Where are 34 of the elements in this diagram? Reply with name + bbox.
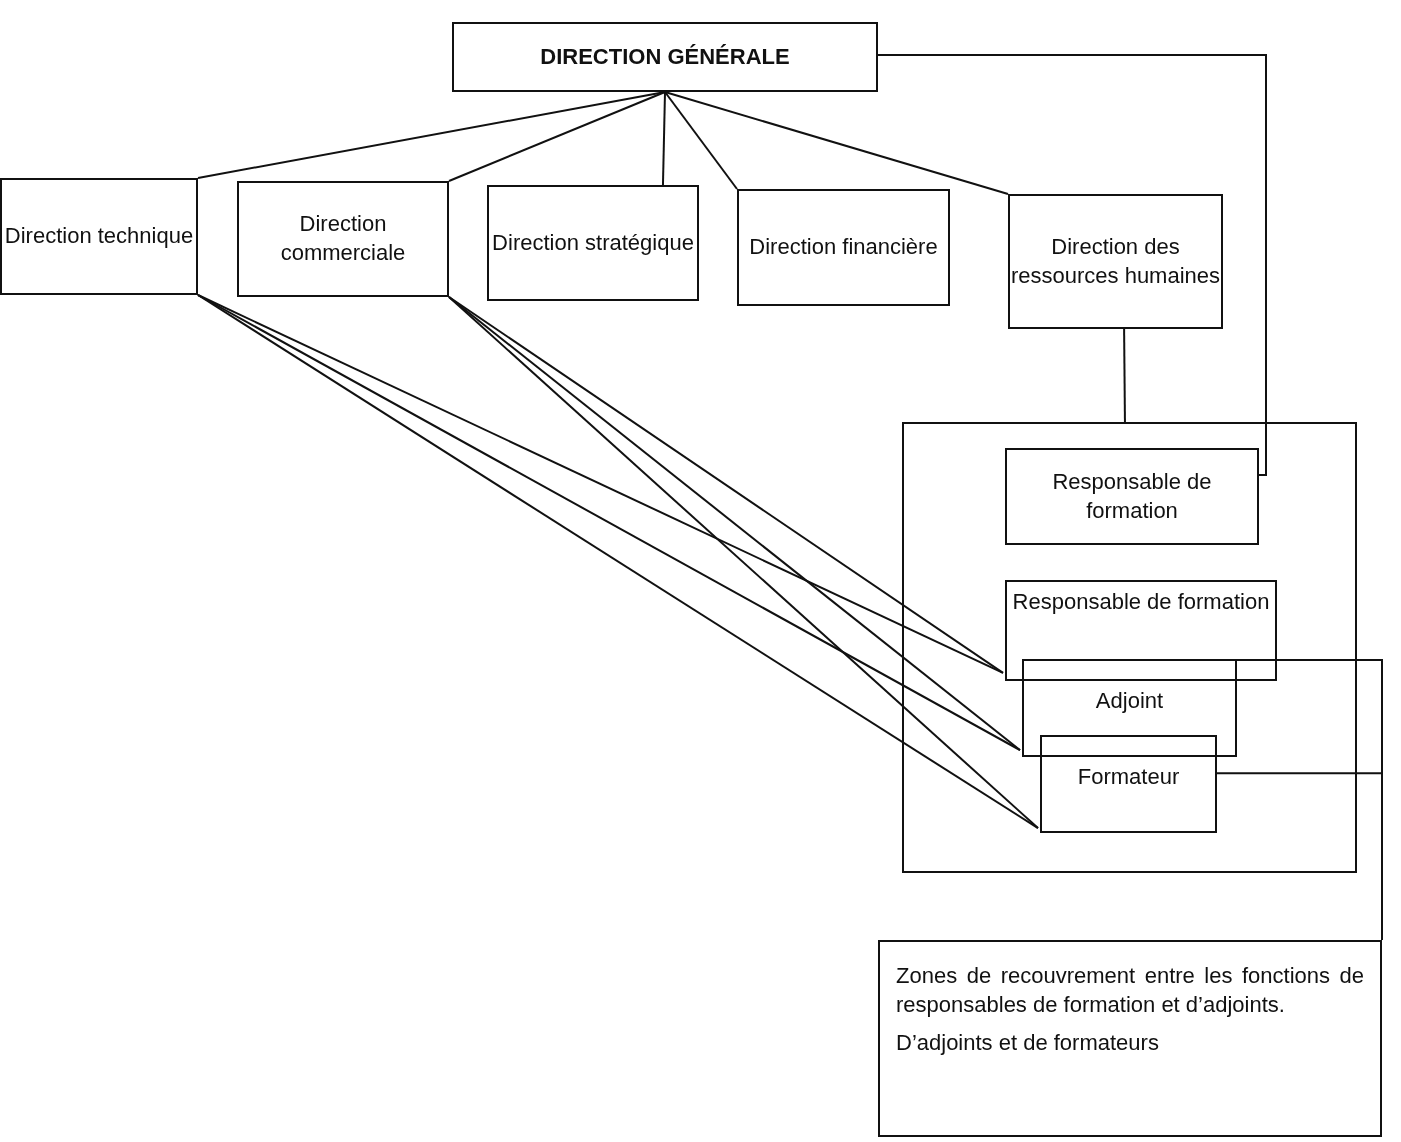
connector-line — [877, 53, 1267, 477]
box-label: Responsable de formation — [1012, 588, 1270, 616]
connector-line — [448, 296, 1039, 830]
note-text: D’adjoints et de formateurs — [896, 1029, 1160, 1058]
org-box — [1005, 580, 1277, 681]
org-box — [1040, 735, 1217, 833]
note-box — [878, 940, 1382, 1137]
connector-line — [664, 91, 1009, 195]
box-label: Direction technique — [4, 222, 194, 251]
box-label: Responsable de formation — [1051, 467, 1213, 525]
org-box — [1005, 448, 1259, 545]
org-box — [452, 22, 878, 92]
connector-line — [661, 91, 666, 186]
box-label: Adjoint — [1095, 687, 1164, 715]
box-label: Direction financière — [749, 233, 938, 262]
note-text: Zones de recouvrement entre les fonctions de responsables de formation et d’adjoints. — [896, 962, 1364, 1019]
org-box — [1022, 659, 1237, 757]
group-frame — [902, 422, 1357, 873]
org-box — [0, 178, 198, 295]
connector-line — [197, 294, 1039, 830]
org-box — [1008, 194, 1223, 329]
connector-line — [1123, 328, 1126, 423]
box-label: Direction stratégique — [492, 228, 694, 257]
org-box — [737, 189, 950, 306]
org-box — [237, 181, 449, 297]
box-label: Formateur — [1077, 763, 1180, 791]
connector-line — [197, 91, 666, 179]
box-label: Direction des ressources humaines — [1010, 232, 1221, 290]
connector-line — [664, 91, 738, 190]
leader-line — [1214, 772, 1383, 941]
connector-line — [448, 91, 666, 182]
box-label: DIRECTION GÉNÉRALE — [540, 42, 790, 71]
org-box — [487, 185, 699, 301]
box-label: Direction commerciale — [279, 210, 407, 267]
